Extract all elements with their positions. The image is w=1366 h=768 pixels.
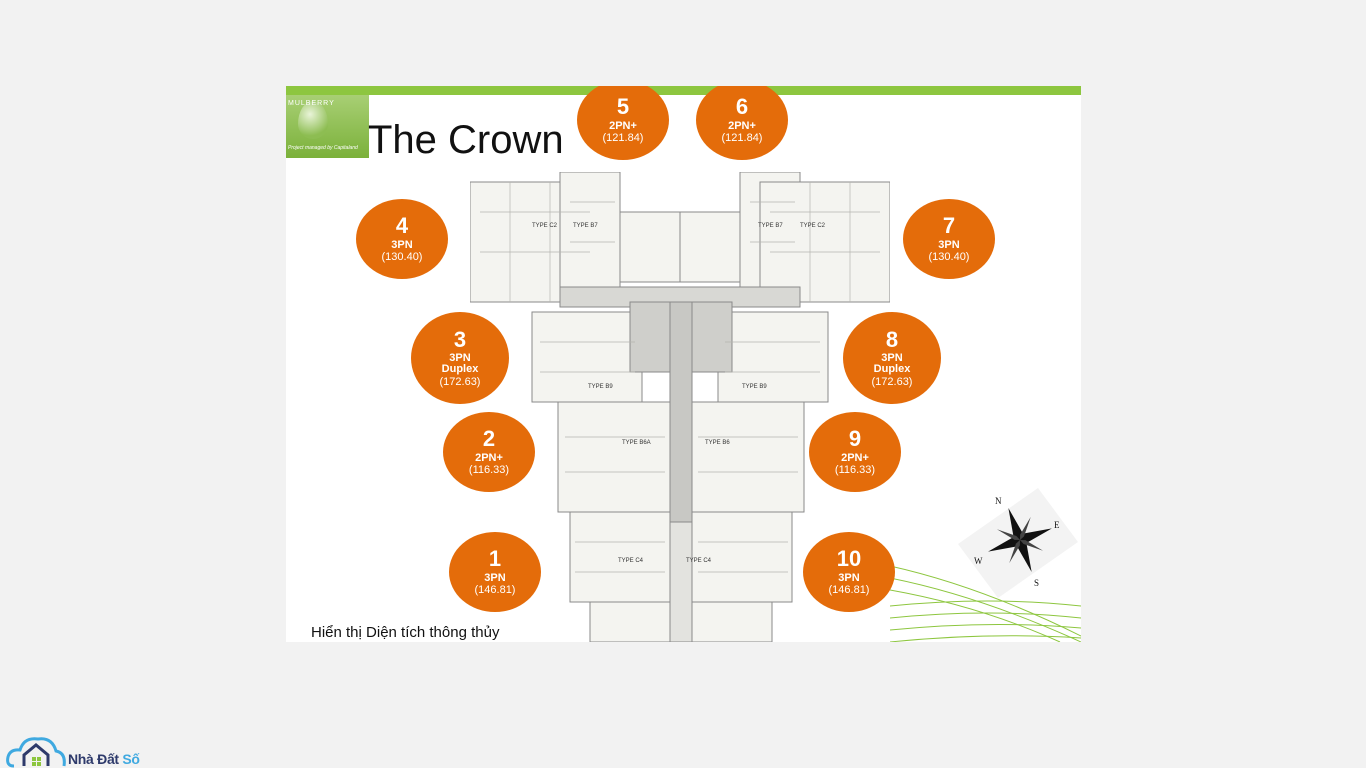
unit-number: 9 — [848, 426, 862, 452]
unit-badge-10[interactable]: 10 3PN (146.81) — [803, 532, 895, 612]
site-name-accent: Số — [122, 751, 140, 767]
plan-label: TYPE B9 — [588, 384, 613, 390]
unit-area: (172.63) — [439, 375, 481, 388]
house-cloud-icon — [6, 737, 66, 768]
unit-area: (146.81) — [828, 584, 870, 597]
unit-number: 4 — [395, 213, 409, 239]
plan-label: TYPE C4 — [686, 558, 712, 564]
unit-number: 6 — [735, 94, 749, 120]
unit-type: 3PN — [391, 238, 413, 251]
unit-number: 7 — [942, 213, 956, 239]
plan-label: TYPE B7 — [758, 223, 783, 229]
unit-area: (146.81) — [474, 584, 516, 597]
plan-label: TYPE C4 — [618, 558, 644, 564]
unit-type: 2PN+ — [609, 119, 637, 132]
unit-badge-8[interactable]: 8 3PN Duplex (172.63) — [843, 312, 941, 404]
unit-area: (116.33) — [468, 464, 510, 477]
compass-w: W — [974, 556, 983, 566]
leaf-icon — [298, 101, 328, 139]
unit-number: 3 — [453, 326, 467, 352]
unit-area: (130.40) — [381, 251, 423, 264]
floor-plan: TYPE C2 TYPE B7 TYPE B7 TYPE C2 TYPE B9 … — [470, 172, 890, 642]
plan-label: TYPE B7 — [573, 223, 598, 229]
unit-badge-7[interactable]: 7 3PN (130.40) — [903, 199, 995, 279]
unit-type: 2PN+ — [841, 451, 869, 464]
unit-badge-5[interactable]: 5 2PN+ (121.84) — [577, 86, 669, 160]
plan-label: TYPE C2 — [532, 223, 558, 229]
logo-tagline: Project managed by Capitaland — [288, 145, 358, 151]
unit-type: 3PN — [449, 351, 471, 364]
unit-badge-1[interactable]: 1 3PN (146.81) — [449, 532, 541, 612]
unit-number: 2 — [482, 426, 496, 452]
compass-n: N — [995, 496, 1002, 506]
unit-badge-6[interactable]: 6 2PN+ (121.84) — [696, 86, 788, 160]
unit-area: (172.63) — [871, 375, 913, 388]
unit-area: (121.84) — [602, 132, 644, 145]
unit-number: 10 — [836, 546, 862, 572]
logo-brand: MULBERRY — [288, 100, 335, 107]
unit-type: 3PN — [881, 351, 903, 364]
decorative-swoosh — [890, 565, 1081, 642]
unit-number: 5 — [616, 94, 630, 120]
unit-badge-3[interactable]: 3 3PN Duplex (172.63) — [411, 312, 509, 404]
unit-type: 2PN+ — [728, 119, 756, 132]
slide: MULBERRY Project managed by Capitaland T… — [286, 86, 1081, 642]
unit-type: 3PN — [484, 571, 506, 584]
plan-label: TYPE B6 — [705, 440, 730, 446]
unit-number: 1 — [488, 546, 502, 572]
unit-extra: Duplex — [441, 363, 479, 376]
site-name-main: Nhà Đất — [68, 751, 123, 767]
unit-badge-4[interactable]: 4 3PN (130.40) — [356, 199, 448, 279]
plan-label: TYPE C2 — [800, 223, 826, 229]
plan-label: TYPE B9 — [742, 384, 767, 390]
compass-rose-icon: N E S W — [958, 488, 1078, 598]
compass-e: E — [1054, 520, 1060, 530]
unit-area: (116.33) — [834, 464, 876, 477]
unit-badge-9[interactable]: 9 2PN+ (116.33) — [809, 412, 901, 492]
area-footnote: Hiển thị Diện tích thông thủy — [311, 624, 500, 641]
unit-extra: Duplex — [873, 363, 911, 376]
plan-label: TYPE B6A — [622, 440, 651, 446]
unit-number: 8 — [885, 326, 899, 352]
unit-type: 3PN — [838, 571, 860, 584]
compass-s: S — [1034, 578, 1039, 588]
unit-area: (121.84) — [721, 132, 763, 145]
unit-badge-2[interactable]: 2 2PN+ (116.33) — [443, 412, 535, 492]
unit-type: 2PN+ — [475, 451, 503, 464]
nha-dat-so-logo[interactable]: Nhà Đất Số — [6, 733, 166, 768]
site-name: Nhà Đất Số — [68, 751, 140, 767]
unit-area: (130.40) — [928, 251, 970, 264]
slide-top-bar — [286, 86, 1081, 95]
mulberry-logo: MULBERRY Project managed by Capitaland — [286, 95, 369, 158]
unit-type: 3PN — [938, 238, 960, 251]
slide-title: The Crown — [368, 118, 564, 162]
